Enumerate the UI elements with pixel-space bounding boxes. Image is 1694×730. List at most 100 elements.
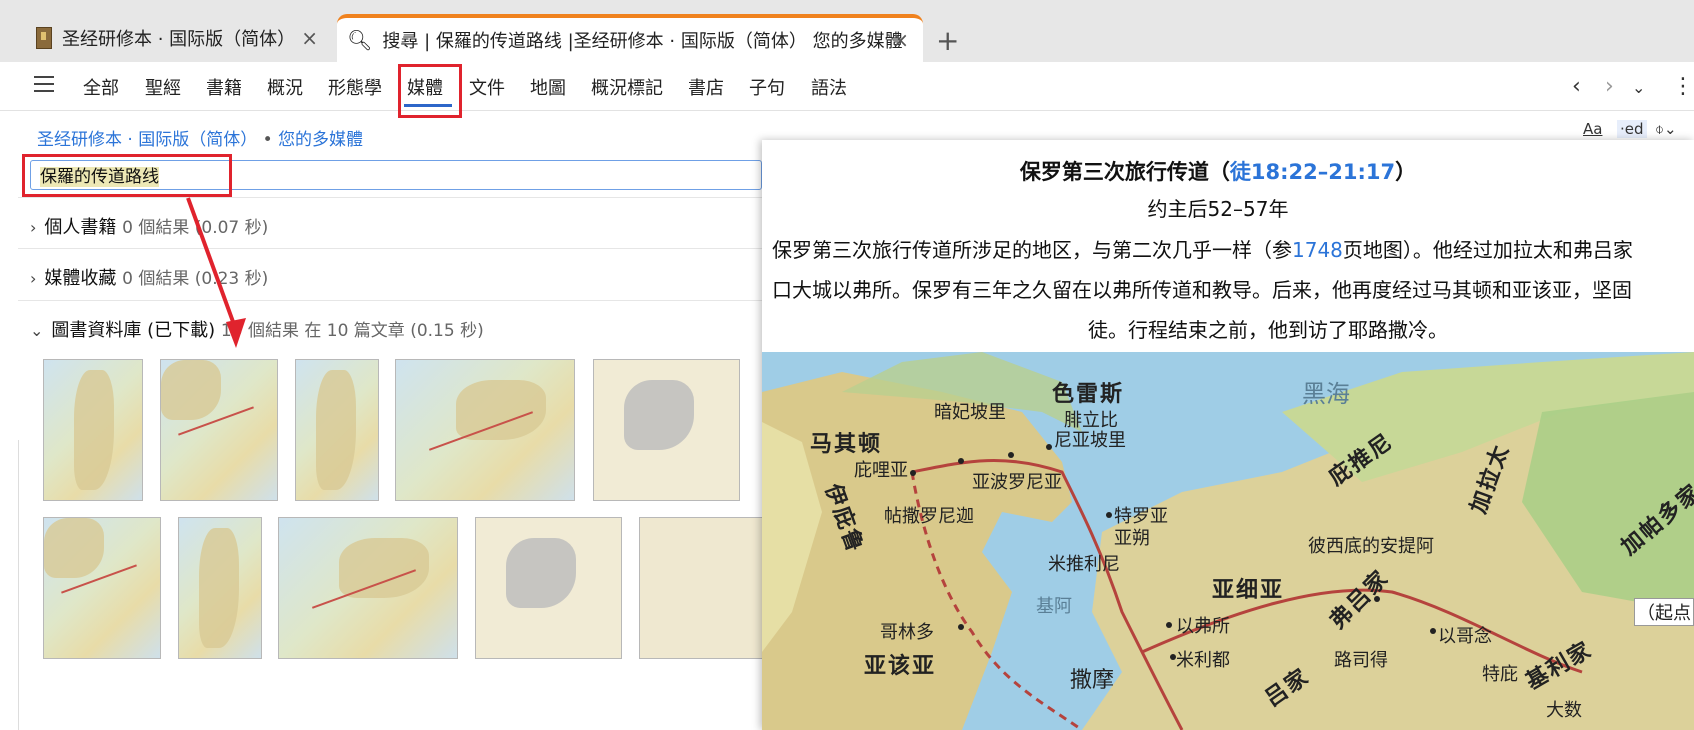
map-label: 米推利尼 [1048,554,1120,575]
search-icon: 🔍︎ [347,28,373,52]
page-link[interactable]: 1748 [1292,238,1343,262]
annotation-box-search [22,154,232,197]
nav-all[interactable]: 全部 [83,78,119,99]
map-label: 尼亚坡里 [1054,430,1126,451]
result-thumbnail[interactable] [278,517,458,659]
section-meta: 10 個結果 在 10 篇文章 (0.15 秒) [220,321,484,341]
nav-store[interactable]: 書店 [688,78,724,99]
map-label: 特庇 [1482,664,1518,685]
result-thumbnail[interactable] [178,517,262,659]
chevron-right-icon: › [30,269,37,288]
popup-title: 保罗第三次旅行传道（徒18:22–21:17） [762,156,1674,186]
nav-documents[interactable]: 文件 [469,78,505,99]
active-tab-indicator [404,104,452,107]
close-icon[interactable]: × [892,28,909,52]
map-popup: 保罗第三次旅行传道（徒18:22–21:17） 约主后52–57年 保罗第三次旅… [762,140,1694,730]
search-type-nav: 全部 聖經 書籍 概況 形態學 媒體 文件 地圖 概況標記 書店 子句 語法 ‹… [0,62,1694,111]
map-label: 基阿 [1036,596,1072,617]
breadcrumb: 圣经研修本 · 国际版（简体） • 您的多媒體 [37,125,363,150]
map-label: 米利都 [1176,650,1230,671]
chevron-down-icon: ⌄ [30,321,44,340]
nav-morphology[interactable]: 形態學 [328,78,382,99]
result-thumbnail[interactable] [160,359,278,501]
breadcrumb-book[interactable]: 圣经研修本 · 国际版（简体） [37,130,258,150]
divider [18,440,19,730]
nav-maps[interactable]: 地圖 [530,78,566,99]
map-label: 帖撒罗尼迦 [884,506,974,527]
map-label: 大数 [1546,700,1582,721]
popup-subtitle: 约主后52–57年 [1147,197,1289,221]
font-size-button[interactable]: Aa [1583,120,1603,138]
city-marker [1106,512,1112,518]
city-marker [958,458,964,464]
nav-overview-tags[interactable]: 概況標記 [591,78,663,99]
description-text: 保罗第三次旅行传道所涉足的地区，与第二次几乎一样（参 [772,238,1292,262]
map-label: 撒摩 [1070,668,1115,693]
divider [18,197,763,198]
section-library[interactable]: ⌄ 圖書資料庫 (已下載) 10 個結果 在 10 篇文章 (0.15 秒) [30,316,484,342]
map-label: 色雷斯 [1052,382,1125,407]
tab-bar: 圣经研修本 · 国际版（简体） × 🔍︎ 搜尋 | 保羅的传道路线 |圣经研修本… [0,0,1694,62]
breadcrumb-section[interactable]: 您的多媒體 [278,130,364,150]
close-icon[interactable]: × [301,26,318,50]
journey-map[interactable]: 黑海 色雷斯 马其顿 暗妃坡里 腓立比 尼亚坡里 庇哩亚 亚波罗尼亚 帖撒罗尼迦… [762,352,1694,730]
tab-study-bible[interactable]: 圣经研修本 · 国际版（简体） × [20,14,332,62]
result-thumbnail[interactable] [639,517,763,659]
search-input-value: 保羅的传道路线 [40,167,159,187]
map-label: 亚该亚 [864,654,937,679]
city-marker [1046,444,1052,450]
map-label: 庇哩亚 [854,460,908,481]
new-tab-button[interactable]: + [936,24,960,57]
city-marker [1008,452,1014,458]
menu-icon[interactable] [34,76,54,92]
nav-media[interactable]: 媒體 [407,78,443,99]
section-title: 個人書籍 [44,217,117,238]
map-label: （起点 [1634,598,1694,626]
map-label: 特罗亚 [1114,506,1168,527]
book-icon [36,27,52,49]
chevron-right-icon: › [30,218,37,237]
result-thumbnail[interactable] [295,359,379,501]
result-thumbnail[interactable] [43,517,161,659]
tab-label: 圣经研修本 · 国际版（简体） [62,29,296,50]
result-thumbnail[interactable] [475,517,622,659]
city-marker [958,624,964,630]
map-label: 暗妃坡里 [934,402,1006,423]
nav-syntax[interactable]: 語法 [811,78,847,99]
nav-books[interactable]: 書籍 [206,78,242,99]
history-icon[interactable]: ⌽⌄ [1655,120,1677,138]
section-meta: 0 個結果 (0.07 秒) [122,218,269,238]
forward-icon[interactable]: › [1605,74,1614,99]
divider [18,300,763,301]
tab-label: 搜尋 | 保羅的传道路线 |圣经研修本 · 国际版（简体） 您的多媒體 [382,31,903,52]
section-media-collections[interactable]: ›媒體收藏 0 個結果 (0.23 秒) [30,264,268,290]
city-marker [1170,654,1176,660]
edit-button[interactable]: ·ed [1617,120,1647,138]
result-thumbnail[interactable] [43,359,143,501]
map-label: 以弗所 [1176,616,1230,637]
result-thumbnail[interactable] [395,359,575,501]
city-marker [1430,628,1436,634]
map-label: 亚波罗尼亚 [972,472,1062,493]
section-title: 圖書資料庫 (已下載) [51,320,216,341]
popup-title-text: 保罗第三次旅行传道（ [1019,160,1230,184]
map-label: 马其顿 [810,432,883,457]
chevron-down-icon[interactable]: ⌄ [1632,78,1646,97]
more-icon[interactable]: ⋮ [1672,74,1694,99]
nav-clauses[interactable]: 子句 [749,78,785,99]
result-thumbnail[interactable] [593,359,740,501]
scripture-link[interactable]: 徒18:22–21:17 [1229,160,1396,184]
back-icon[interactable]: ‹ [1572,74,1581,99]
section-personal-books[interactable]: › 個人書籍 0 個結果 (0.07 秒) [30,213,268,239]
description-text: 口大城以弗所。保罗有三年之久留在以弗所传道和教导。后来，他再度经过马其顿和亚该亚… [772,278,1632,302]
tab-search[interactable]: 🔍︎ 搜尋 | 保羅的传道路线 |圣经研修本 · 国际版（简体） 您的多媒體 × [337,14,923,62]
map-label: 黑海 [1302,380,1350,408]
map-label: 以哥念 [1438,626,1492,647]
map-label: 腓立比 [1064,410,1118,431]
breadcrumb-sep: • [257,130,279,150]
annotation-box-media [398,64,462,118]
nav-overview[interactable]: 概況 [267,78,303,99]
nav-bible[interactable]: 聖經 [145,78,181,99]
popup-title-text: ） [1395,160,1417,184]
